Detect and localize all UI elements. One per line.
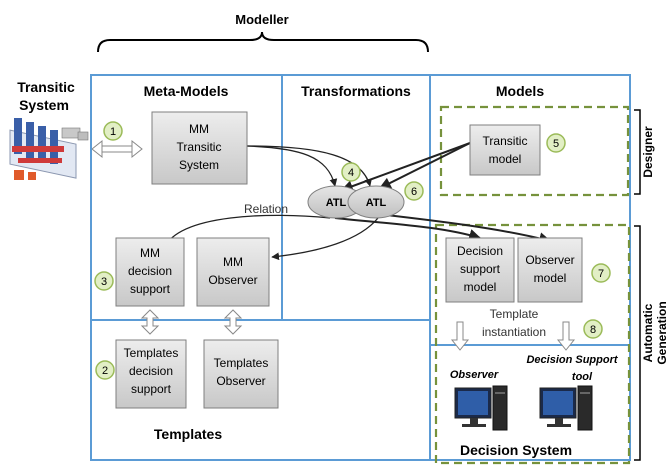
- svg-text:support: support: [460, 262, 501, 276]
- designer-bracket: [634, 109, 641, 195]
- automatic-generation-label-2: Generation: [655, 301, 669, 364]
- transitic-system-picture: [9, 118, 89, 180]
- decision-support-computer-icon: [539, 385, 593, 431]
- instantiation-arrows: [450, 321, 576, 351]
- designer-label: Designer: [641, 126, 655, 178]
- svg-text:model: model: [534, 271, 567, 285]
- relation-label: Relation: [244, 202, 288, 216]
- decision-support-model-box: Decision support model: [445, 237, 515, 303]
- svg-text:1: 1: [110, 126, 116, 138]
- observer-computer-icon: [454, 385, 508, 431]
- templates-header: Templates: [154, 426, 222, 442]
- templates-decision-support-box: Templates decision support: [115, 339, 187, 409]
- designer-region: [439, 105, 630, 197]
- svg-text:8: 8: [590, 324, 596, 336]
- svg-text:6: 6: [411, 186, 417, 198]
- mm-transitic-system-box: MM Transitic System: [151, 111, 248, 185]
- svg-text:decision: decision: [128, 264, 172, 278]
- svg-text:4: 4: [348, 167, 354, 179]
- mm-decision-support-box: MM decision support: [115, 237, 185, 307]
- svg-text:Decision: Decision: [457, 244, 503, 258]
- modeller-label: Modeller: [235, 12, 288, 27]
- modeller-brace: [97, 31, 429, 53]
- svg-text:model: model: [489, 152, 522, 166]
- svg-text:3: 3: [101, 276, 107, 288]
- transitic-model-box: Transitic model: [469, 124, 541, 176]
- step-badge-4: 4: [341, 162, 361, 182]
- svg-text:MM: MM: [223, 255, 243, 269]
- atl-transformation-1: ATL: [307, 185, 365, 219]
- transformations-header: Transformations: [301, 83, 411, 99]
- svg-text:System: System: [179, 158, 219, 172]
- svg-text:ATL: ATL: [366, 197, 387, 209]
- mm-template-links: [140, 309, 243, 335]
- observer-tool-label: Observer: [450, 369, 499, 381]
- observer-model-box: Observer model: [517, 237, 583, 303]
- meta-models-header: Meta-Models: [144, 83, 229, 99]
- step-badge-2: 2: [95, 360, 115, 380]
- step-badge-1: 1: [103, 121, 123, 141]
- step-badge-3: 3: [94, 271, 114, 291]
- step-badge-7: 7: [591, 263, 611, 283]
- svg-text:Transitic: Transitic: [177, 140, 222, 154]
- svg-text:Templates: Templates: [214, 356, 269, 370]
- transitic-system-header: Transitic System: [17, 79, 75, 113]
- svg-text:support: support: [130, 282, 171, 296]
- svg-text:Observer: Observer: [525, 253, 574, 267]
- templates-observer-box: Templates Observer: [203, 339, 279, 409]
- svg-text:Transitic: Transitic: [17, 79, 75, 95]
- svg-text:decision: decision: [129, 364, 173, 378]
- atl-transformation-2: ATL: [347, 185, 405, 219]
- decision-support-tool-label-2: tool: [572, 371, 593, 383]
- panels: [90, 74, 631, 461]
- automatic-generation-label-1: Automatic: [641, 303, 655, 362]
- svg-text:System: System: [19, 97, 69, 113]
- automatic-generation-bracket: [634, 225, 641, 461]
- step-badge-8: 8: [583, 319, 603, 339]
- decision-support-tool-label-1: Decision Support: [526, 354, 618, 366]
- svg-text:2: 2: [102, 365, 108, 377]
- svg-text:5: 5: [553, 138, 559, 150]
- arrows: [163, 142, 552, 261]
- svg-text:Observer: Observer: [208, 273, 257, 287]
- link-system-to-mm: [91, 139, 143, 159]
- svg-text:support: support: [131, 382, 172, 396]
- svg-text:MM: MM: [189, 122, 209, 136]
- svg-text:Observer: Observer: [216, 374, 265, 388]
- svg-text:Templates: Templates: [124, 346, 179, 360]
- template-instantiation-label-2: instantiation: [482, 325, 546, 339]
- step-badge-5: 5: [546, 133, 566, 153]
- svg-text:Transitic: Transitic: [483, 134, 528, 148]
- template-instantiation-label-1: Template: [490, 307, 539, 321]
- models-header: Models: [496, 83, 544, 99]
- svg-text:7: 7: [598, 268, 604, 280]
- svg-text:MM: MM: [140, 246, 160, 260]
- models-panel: [429, 74, 631, 346]
- svg-text:ATL: ATL: [326, 197, 347, 209]
- step-badge-6: 6: [404, 181, 424, 201]
- decision-system-title: Decision System: [460, 442, 572, 458]
- svg-text:model: model: [464, 280, 497, 294]
- automatic-generation-region: [434, 223, 631, 465]
- mm-observer-box: MM Observer: [196, 237, 270, 307]
